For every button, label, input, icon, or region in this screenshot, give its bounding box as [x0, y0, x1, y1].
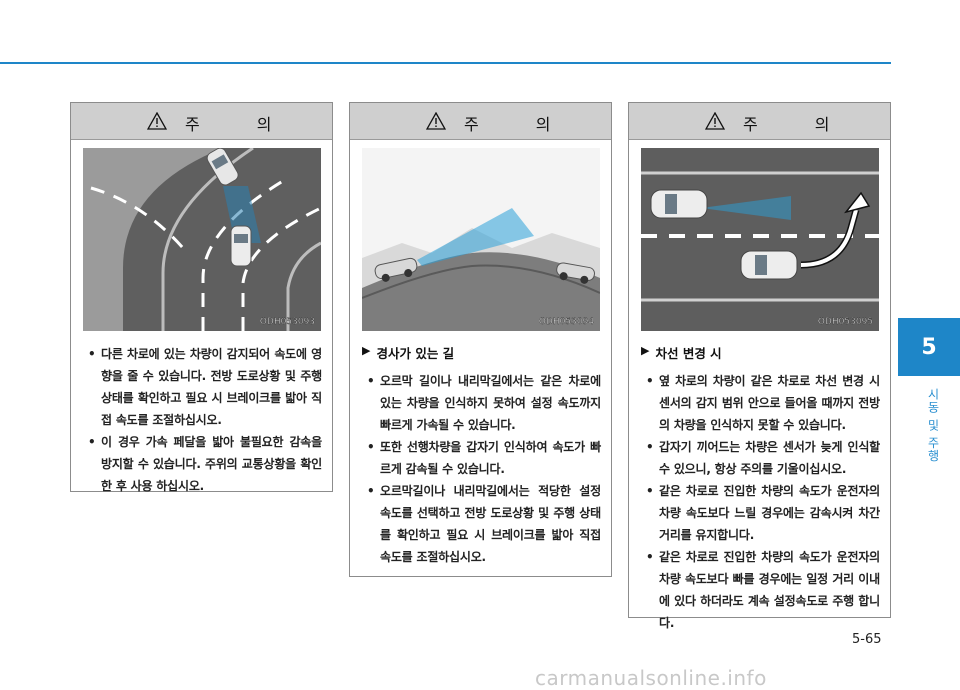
bullet-item: 다른 차로에 있는 차량이 감지되어 속도에 영향을 줄 수 있습니다. 전방 …: [83, 343, 322, 431]
triangle-bullet-icon: ▶: [641, 344, 650, 357]
bullet-item: 오르막 길이나 내리막길에서는 같은 차로에 있는 차량을 인식하지 못하여 설…: [362, 370, 601, 436]
bullet-item: 갑자기 끼어드는 차량은 센서가 늦게 인식할 수 있으니, 항상 주의를 기울…: [641, 436, 880, 480]
caution-title: 주 의: [743, 115, 856, 134]
subheading: ▶ 경사가 있는 길: [362, 343, 601, 362]
bullet-item: 같은 차로로 진입한 차량의 속도가 운전자의 차량 속도보다 느릴 경우에는 …: [641, 480, 880, 546]
warning-triangle-icon: [147, 112, 167, 130]
bullet-item: 이 경우 가속 페달을 밟아 불필요한 감속을 방지할 수 있습니다. 주위의 …: [83, 431, 322, 497]
caution-title: 주 의: [185, 115, 298, 134]
bullet-item: 오르막길이나 내리막길에서는 적당한 설정 속도를 선택하고 전방 도로상황 및…: [362, 480, 601, 568]
caution-card-slope: 주 의 ODH053094 ▶ 경사가 있는 길 오르막 길이나 내리막길에서는 …: [349, 102, 612, 577]
subheading-text: 경사가 있는 길: [376, 346, 455, 361]
caution-header: 주 의: [350, 103, 611, 140]
page-number: 5-65: [852, 632, 882, 647]
triangle-bullet-icon: ▶: [362, 344, 371, 357]
caution-card-curve: 주 의 ODH053093 다른 차로에 있는 차량이 감지되어 속도에 영향을…: [70, 102, 333, 493]
warning-triangle-icon: [426, 112, 446, 130]
lane-change-illustration: ODH053095: [641, 148, 879, 331]
caution-header: 주 의: [71, 103, 332, 140]
subheading-text: 차선 변경 시: [655, 346, 722, 361]
caution-title: 주 의: [464, 115, 577, 134]
figure-code: ODH053093: [259, 317, 316, 327]
subheading: ▶ 차선 변경 시: [641, 343, 880, 362]
caution-body: ▶ 차선 변경 시 옆 차로의 차량이 같은 차로로 차선 변경 시 센서의 감지…: [641, 343, 880, 634]
header-rule: [0, 62, 891, 64]
curve-road-illustration: ODH053093: [83, 148, 321, 331]
caution-card-lane-change: 주 의 ODH053095 ▶ 차선 변경 시 옆 차로의 차량이 같은 차로로 …: [628, 102, 891, 630]
caution-header: 주 의: [629, 103, 890, 140]
watermark: carmanualsonline.info: [535, 666, 767, 690]
warning-triangle-icon: [705, 112, 725, 130]
bullet-item: 또한 선행차량을 갑자기 인식하여 속도가 빠르게 감속될 수 있습니다.: [362, 436, 601, 480]
figure-code: ODH053094: [538, 317, 595, 327]
bullet-item: 같은 차로로 진입한 차량의 속도가 운전자의 차량 속도보다 빠를 경우에는 …: [641, 546, 880, 634]
chapter-tab: 5: [898, 318, 960, 376]
caution-body: 다른 차로에 있는 차량이 감지되어 속도에 영향을 줄 수 있습니다. 전방 …: [83, 343, 322, 497]
caution-body: ▶ 경사가 있는 길 오르막 길이나 내리막길에서는 같은 차로에 있는 차량을 …: [362, 343, 601, 568]
slope-road-illustration: ODH053094: [362, 148, 600, 331]
figure-code: ODH053095: [817, 317, 874, 327]
chapter-title: 시동 및 주행: [926, 388, 940, 463]
bullet-item: 옆 차로의 차량이 같은 차로로 차선 변경 시 센서의 감지 범위 안으로 들…: [641, 370, 880, 436]
